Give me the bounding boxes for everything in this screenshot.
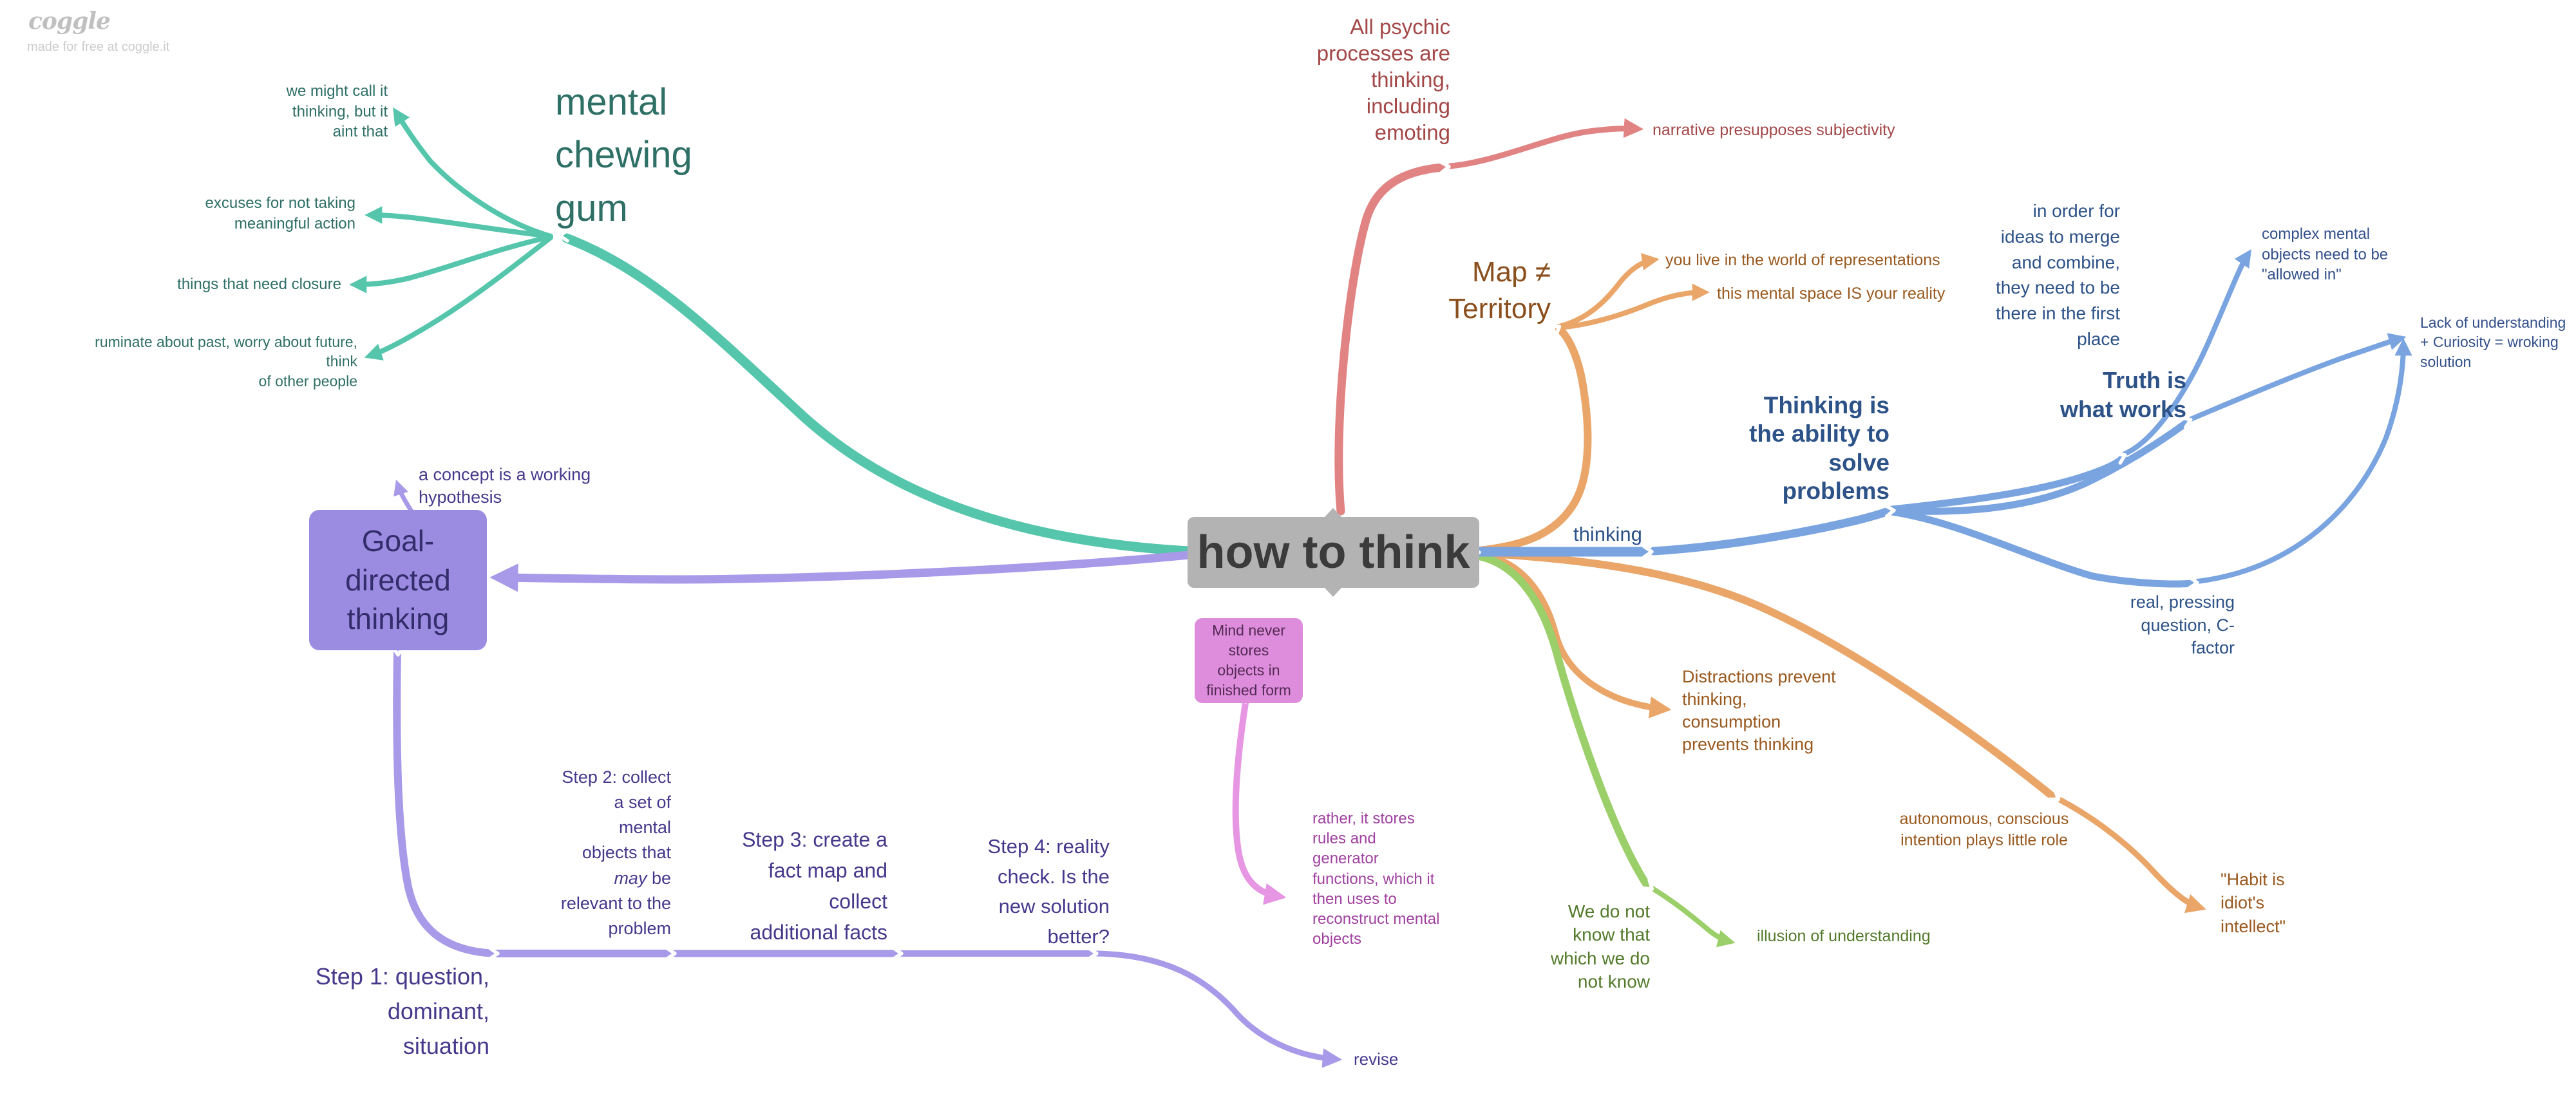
orange-autonomous-arc: [1475, 549, 2056, 800]
node-rather-it-stores[interactable]: rather, it stores rules and generator fu…: [1312, 810, 1440, 948]
node-illusion-of-understanding[interactable]: illusion of understanding: [1757, 927, 1931, 945]
branch-mental-chewing-gum: [349, 107, 1194, 556]
node-step4[interactable]: Step 4: reality check. Is the new soluti…: [987, 835, 1110, 948]
node-mental-chewing-gum[interactable]: mental chewing gum: [555, 81, 692, 229]
purple-main: [489, 550, 1193, 592]
red-main-curve: [1334, 163, 1447, 516]
node-lack-curiosity-solution[interactable]: Lack of understanding + Curiosity = wrok…: [2420, 314, 2566, 370]
node-mind-never-stores[interactable]: Mind never stores objects in finished fo…: [1195, 618, 1303, 703]
node-excuses[interactable]: excuses for not taking meaningful action: [205, 194, 355, 232]
orange-sub-representations: [1557, 252, 1660, 329]
node-step1[interactable]: Step 1: question, dominant, situation: [315, 963, 489, 1059]
node-ruminate[interactable]: ruminate about past, worry about future,…: [95, 333, 357, 390]
blue-real-curve: [1888, 508, 2197, 588]
node-chevron: [2114, 451, 2127, 465]
step2-text: Step 2: collect a set of mental objects …: [562, 767, 671, 863]
node-chevron: [558, 229, 569, 243]
node-chevron: [1641, 878, 1654, 891]
node-chevron: [1884, 504, 1896, 518]
coggle-tagline: made for free at coggle.it: [27, 40, 170, 54]
node-chevron: [2188, 576, 2199, 590]
node-real-pressing-question[interactable]: real, pressing question, C- factor: [2130, 592, 2235, 658]
branch-distractions: [1475, 549, 2206, 914]
node-chevron: [665, 946, 677, 961]
node-step2[interactable]: Step 2: collect a set of mental objects …: [541, 765, 671, 941]
purple-down-elbow: [393, 648, 501, 957]
step2-text-end: be relevant to the problem: [560, 868, 671, 938]
node-chevrons: [391, 160, 2199, 961]
node-chevron: [1548, 324, 1562, 337]
blue-complex-curve: [2122, 249, 2252, 456]
red-sub-narrative: [1447, 118, 1644, 169]
node-world-of-representations[interactable]: you live in the world of representations: [1665, 251, 1940, 269]
node-complex-mental-objects[interactable]: complex mental objects need to be "allow…: [2262, 225, 2389, 284]
orange-distraction-stub: [1476, 551, 1672, 719]
node-chevron: [1642, 545, 1654, 559]
node-map-not-territory[interactable]: Map ≠ Territory: [1448, 256, 1551, 325]
node-how-to-think[interactable]: how to think: [1188, 517, 1479, 588]
node-truth-is-what-works[interactable]: Truth is what works: [2060, 367, 2186, 422]
teal-sub-excuses: [365, 206, 553, 239]
node-revise[interactable]: revise: [1354, 1049, 1399, 1069]
node-habit-idiots-intellect[interactable]: "Habit is idiot's intellect": [2221, 870, 2286, 936]
teal-sub-closure: [349, 234, 553, 294]
branch-mind-stores: [1232, 700, 1287, 905]
blue-truth-curve: [1888, 418, 2191, 515]
node-all-psychic-processes[interactable]: All psychic processes are thinking, incl…: [1316, 15, 1450, 144]
purple-concept-stub: [393, 479, 415, 516]
node-thinking[interactable]: thinking: [1573, 523, 1642, 545]
center-node-bottom-nib: [1324, 587, 1342, 597]
blue-inorder-curve: [1888, 453, 2127, 513]
green-sub-illusion: [1650, 886, 1736, 948]
blue-lack-from-real: [2195, 338, 2412, 584]
node-ideas-merge-combine[interactable]: in order for ideas to merge and combine,…: [1995, 201, 2120, 349]
node-autonomous-intention[interactable]: autonomous, conscious intention plays li…: [1899, 810, 2069, 849]
branch-unknown: [1475, 552, 1736, 948]
teal-sub-ruminate: [364, 235, 553, 361]
node-chevron: [488, 946, 500, 961]
branch-goal-directed: [393, 479, 1343, 1068]
branch-map-territory: [1475, 252, 1710, 554]
node-chevron: [892, 946, 904, 961]
node-goal-directed-thinking[interactable]: Goal- directed thinking: [309, 510, 487, 650]
pink-rather-curve: [1232, 700, 1287, 905]
green-main-curve: [1475, 552, 1651, 890]
node-chevron: [2047, 789, 2061, 802]
branch-psychic: [1334, 118, 1644, 516]
node-distractions-prevent[interactable]: Distractions prevent thinking, consumpti…: [1682, 667, 1836, 755]
node-things-need-closure[interactable]: things that need closure: [177, 276, 341, 293]
purple-revise-curve: [1093, 950, 1343, 1068]
node-thinking-solve-problems[interactable]: Thinking is the ability to solve problem…: [1749, 392, 1889, 505]
node-concept-working-hypothesis[interactable]: a concept is a working hypothesis: [419, 465, 591, 507]
node-chevron: [1087, 946, 1099, 961]
orange-habit-curve: [2058, 797, 2206, 914]
blue-lack-from-truth: [2188, 333, 2407, 422]
node-mental-space-reality[interactable]: this mental space IS your reality: [1717, 285, 1946, 303]
step2-emphasis: may: [614, 868, 647, 888]
node-chevron: [1439, 160, 1451, 174]
orange-sub-reality: [1557, 283, 1710, 330]
node-chevron: [2179, 416, 2193, 429]
node-we-do-not-know[interactable]: We do not know that which we do not know: [1550, 901, 1650, 992]
node-we-might-call-it[interactable]: we might call it thinking, but it aint t…: [286, 82, 388, 141]
teal-sub-call-it: [393, 107, 553, 239]
coggle-logo: coggle: [28, 8, 111, 35]
orange-map-main: [1475, 325, 1592, 554]
branch-thinking: [1474, 249, 2412, 588]
blue-main-rise: [1649, 506, 1894, 556]
center-node-top-nib: [1324, 508, 1342, 518]
node-step3[interactable]: Step 3: create a fact map and collect ad…: [742, 828, 887, 944]
teal-main-curve: [562, 233, 1194, 556]
node-narrative-subjectivity[interactable]: narrative presupposes subjectivity: [1653, 121, 1895, 139]
